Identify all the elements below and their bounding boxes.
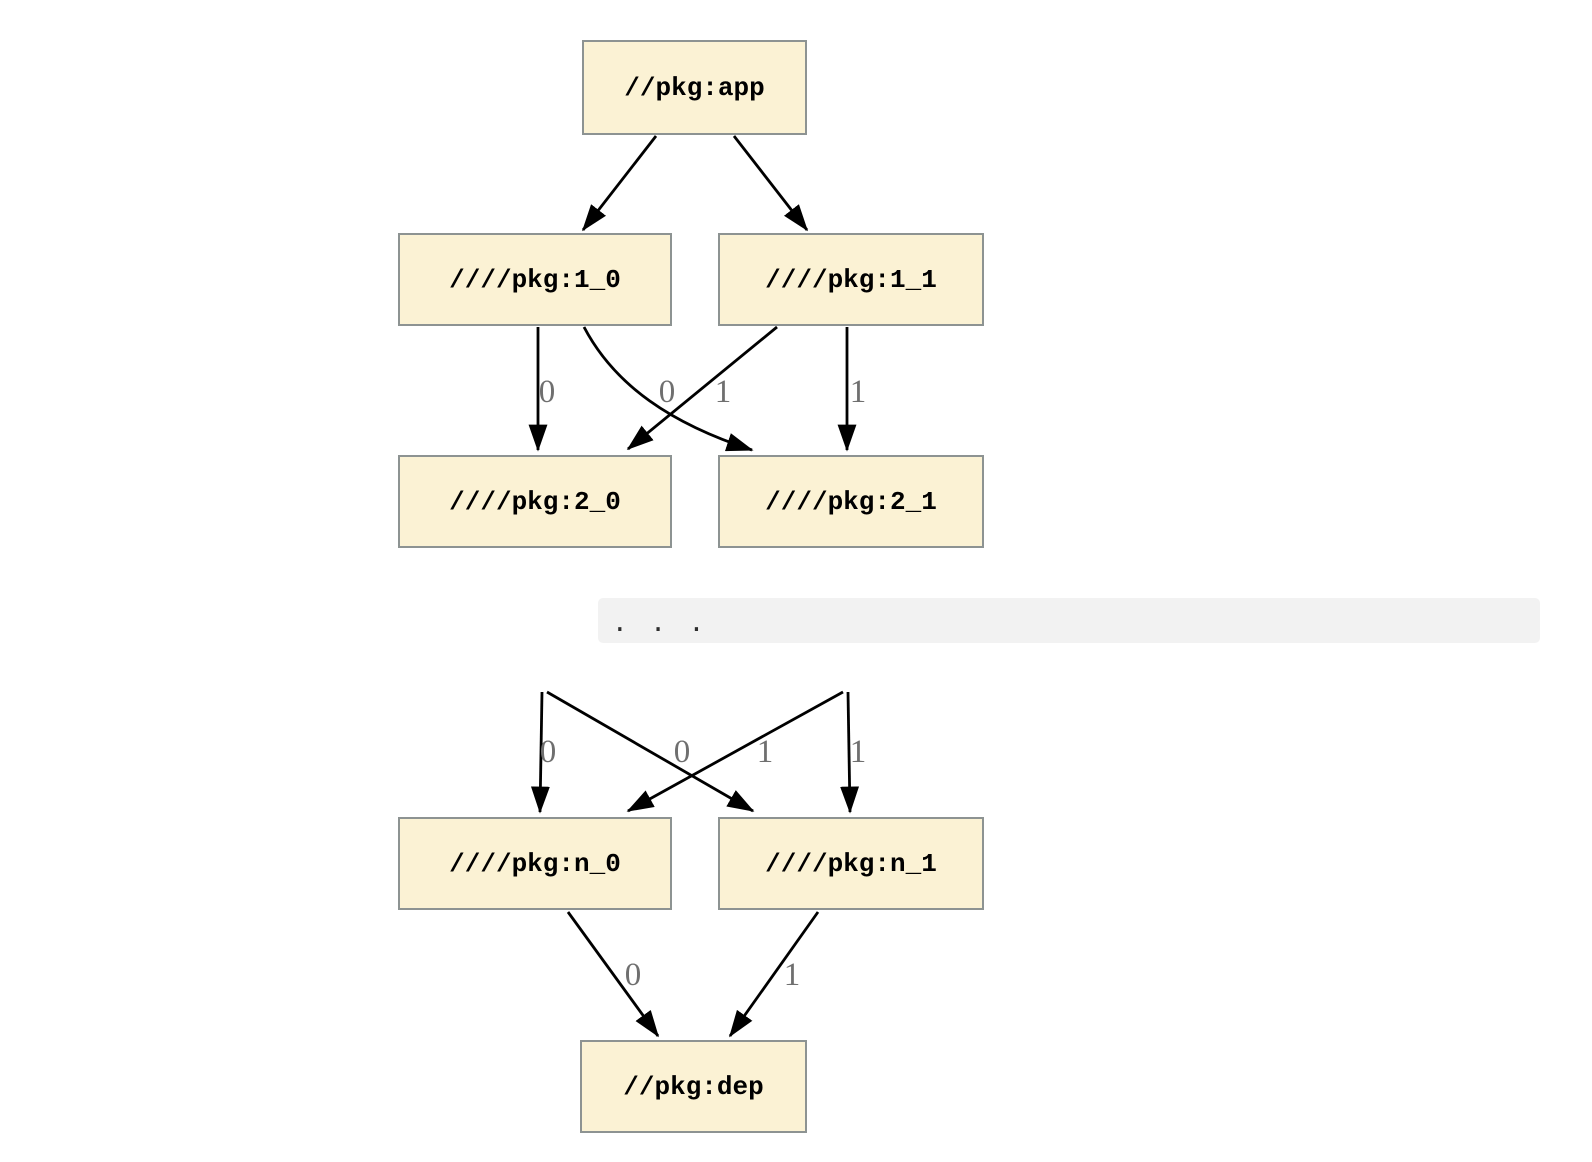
- edge-label-1-0-to-2-1: 1: [715, 374, 732, 410]
- edge-1-1-to-2-0: [626, 325, 778, 451]
- node-pkg-n-1: ////pkg:n_1: [718, 817, 984, 910]
- edge-1-0-to-2-1: [582, 326, 754, 452]
- ellipsis-code-block: . . .: [598, 598, 1540, 643]
- edge-label-dots-to-n-1-cross: 1: [757, 734, 774, 770]
- node-pkg-2-1-label: ////pkg:2_1: [765, 486, 937, 517]
- node-pkg-dep: //pkg:dep: [580, 1040, 807, 1133]
- edge-app-to-1-1: [732, 135, 809, 232]
- edge-label-1-1-to-2-1: 1: [850, 374, 867, 410]
- ellipsis-text: . . .: [612, 608, 708, 638]
- edge-label-1-1-to-2-0: 0: [659, 374, 676, 410]
- node-pkg-2-0: ////pkg:2_0: [398, 455, 672, 548]
- edge-n-0-to-dep: [566, 911, 660, 1038]
- edge-label-1-0-to-2-0: 0: [539, 374, 556, 410]
- edge-label-n-1-to-dep: 1: [784, 957, 801, 993]
- node-pkg-app: //pkg:app: [582, 40, 807, 135]
- edge-app-to-1-0: [581, 135, 658, 232]
- node-pkg-1-1: ////pkg:1_1: [718, 233, 984, 326]
- node-pkg-1-0-label: ////pkg:1_0: [449, 264, 621, 295]
- node-pkg-1-0: ////pkg:1_0: [398, 233, 672, 326]
- node-pkg-2-1: ////pkg:2_1: [718, 455, 984, 548]
- edge-dots-to-n-0-cross: [626, 690, 844, 813]
- edge-n-1-to-dep: [728, 911, 820, 1038]
- edge-dots-to-n-1-cross: [546, 690, 755, 813]
- edge-label-dots-to-n-0: 0: [540, 734, 557, 770]
- edge-label-n-0-to-dep: 0: [625, 957, 642, 993]
- edge-dots-to-n-0: [530, 691, 550, 814]
- edge-dots-to-n-1: [840, 691, 860, 814]
- node-pkg-n-1-label: ////pkg:n_1: [765, 848, 937, 879]
- node-pkg-2-0-label: ////pkg:2_0: [449, 486, 621, 517]
- node-pkg-dep-label: //pkg:dep: [623, 1071, 764, 1102]
- edge-label-dots-to-n-1: 1: [850, 734, 867, 770]
- node-pkg-n-0-label: ////pkg:n_0: [449, 848, 621, 879]
- node-pkg-1-1-label: ////pkg:1_1: [765, 264, 937, 295]
- edge-label-dots-to-n-0-cross: 0: [674, 734, 691, 770]
- node-pkg-app-label: //pkg:app: [624, 72, 765, 103]
- node-pkg-n-0: ////pkg:n_0: [398, 817, 672, 910]
